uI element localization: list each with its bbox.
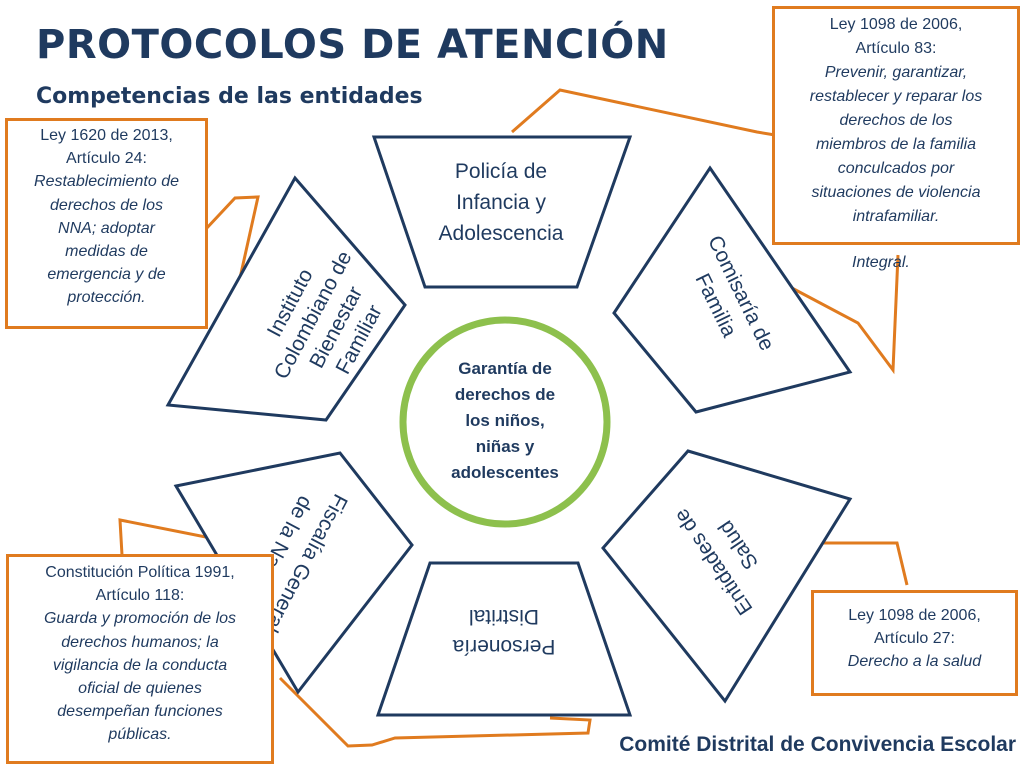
callout-salud-description: Derecho a la salud <box>847 653 982 671</box>
callout-icbf-description: NNA; adoptar <box>58 219 155 237</box>
center-label-line: Garantía de <box>458 359 552 378</box>
callout-salud-reference: Ley 1098 de 2006, <box>848 607 981 624</box>
callout-comisaria-description: Prevenir, garantizar, <box>824 64 968 81</box>
callout-comisaria-description: miembros de la familia <box>815 136 977 153</box>
callout-comisaria-description: restablecer y reparar los <box>809 88 983 105</box>
callout-salud-reference: Artículo 27: <box>874 630 955 648</box>
callout-icbf-description: Restablecimiento de <box>34 173 179 191</box>
callout-comisaria-description: conculcados por <box>837 160 955 177</box>
callout-fiscalia-description: Guarda y promoción de los <box>43 610 237 628</box>
segment-comisaria <box>612 165 853 414</box>
callout-fiscalia-description: públicas. <box>108 726 172 744</box>
segment-label-personeria-line: Personería <box>452 635 555 658</box>
callout-fiscalia-description: vigilancia de la conducta <box>52 656 228 674</box>
callout-comisaria-reference: Artículo 83: <box>855 40 937 57</box>
callout-icbf-description: derechos de los <box>50 196 163 214</box>
callout-comisaria-overflow: Integral. <box>852 254 910 271</box>
callout-comisaria-description: situaciones de violencia <box>811 184 981 201</box>
callout-comisaria: Ley 1098 de 2006, Artículo 83: Prevenir, g… <box>772 6 1020 245</box>
segment-label-policia: Policía de Infancia y Adolescencia <box>439 160 564 245</box>
page-title: PROTOCOLOS DE ATENCIÓN <box>36 22 669 68</box>
callout-fiscalia-description: derechos humanos; la <box>61 633 219 651</box>
connector-icbf <box>203 195 260 279</box>
callout-icbf-description: emergencia y de <box>47 266 166 284</box>
segment-label-policia-line: Infancia y <box>456 191 546 214</box>
callout-fiscalia-reference: Artículo 118: <box>95 587 185 605</box>
callout-icbf-reference: Artículo 24: <box>66 150 147 168</box>
connector-fiscalia-top <box>118 518 237 556</box>
center-label: Garantía de derechos de los niños, niñas y a… <box>451 359 559 482</box>
center-circle <box>399 316 611 528</box>
connector-comisaria-right <box>789 254 900 375</box>
segment-policia <box>371 135 633 289</box>
callout-icbf-description: protección. <box>67 289 146 307</box>
callout-icbf-reference: Ley 1620 de 2013, <box>40 127 173 144</box>
segment-salud <box>601 449 853 704</box>
segment-label-policia-line: Adolescencia <box>439 222 564 245</box>
callout-fiscalia: Constitución Política 1991, Artículo 118:… <box>6 554 274 764</box>
center-label-line: los niños, <box>465 411 544 430</box>
connector-fiscalia-bottom <box>278 676 592 748</box>
callout-fiscalia-description: desempeñan funciones <box>57 703 223 721</box>
footer-committee: Comité Distrital de Convivencia Escolar <box>619 733 1016 756</box>
center-label-line: niñas y <box>476 437 535 456</box>
callout-fiscalia-description: oficial de quienes <box>78 679 202 697</box>
page-subtitle: Competencias de las entidades <box>36 84 423 109</box>
callout-icbf: Ley 1620 de 2013, Artículo 24: Restablecim… <box>5 118 208 329</box>
segment-icbf <box>165 175 407 422</box>
callout-comisaria-description: derechos de los <box>839 112 953 129</box>
callout-salud: Ley 1098 de 2006, Artículo 27: Derecho a l… <box>811 590 1018 696</box>
segment-label-personeria-line: Distrital <box>469 605 539 628</box>
segment-label-personeria: Personería Distrital <box>452 605 555 658</box>
callout-fiscalia-reference: Constitución Política 1991, <box>45 564 235 581</box>
callout-comisaria-description: intrafamiliar. <box>852 208 940 225</box>
center-label-line: adolescentes <box>451 463 559 482</box>
segment-personeria <box>375 561 633 717</box>
segment-label-policia-line: Policía de <box>455 160 547 183</box>
callout-icbf-description: medidas de <box>65 242 148 260</box>
connector-comisaria-top <box>511 88 776 137</box>
callout-comisaria-reference: Ley 1098 de 2006, <box>829 16 963 33</box>
center-label-line: derechos de <box>455 385 555 404</box>
